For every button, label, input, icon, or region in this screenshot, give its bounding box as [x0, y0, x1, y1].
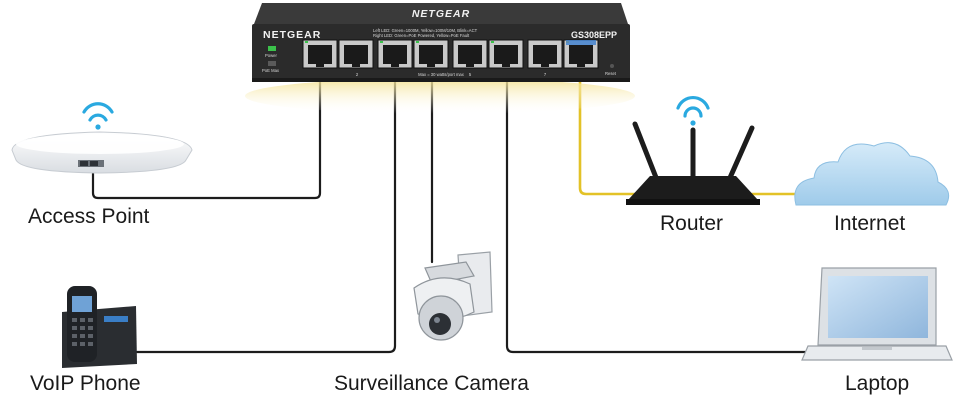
- camera-lens: [429, 313, 451, 335]
- power-label: Power: [265, 53, 277, 58]
- switch-port: [413, 39, 449, 69]
- switch-brand-top: NETGEAR: [412, 8, 470, 20]
- reset-label: Reset: [605, 71, 617, 76]
- port-led-activity: [416, 41, 419, 43]
- switch-ports: [302, 39, 599, 69]
- port-number-2: 2: [356, 72, 359, 77]
- router-antenna-left: [632, 121, 660, 183]
- access-point-label: Access Point: [28, 205, 150, 228]
- router-label: Router: [660, 212, 723, 235]
- surveillance-camera-device: [413, 251, 493, 341]
- power-led: [268, 46, 276, 51]
- voip-phone-label: VoIP Phone: [30, 372, 141, 395]
- access-point-port: [90, 161, 98, 166]
- switch-bottom-edge: [252, 78, 630, 82]
- laptop-label: Laptop: [845, 372, 909, 395]
- laptop-device: [801, 267, 953, 361]
- internet-cloud-icon: [794, 142, 950, 206]
- port-led-activity: [491, 41, 494, 43]
- switch-glow: [245, 78, 635, 114]
- switch-port: [302, 39, 338, 69]
- switch-model: GS308EPP: [571, 30, 617, 40]
- wifi-icon: [82, 102, 114, 130]
- switch-port: [488, 39, 524, 69]
- switch-brand: NETGEAR: [263, 29, 321, 41]
- laptop-screen: [828, 276, 928, 338]
- poe-max-led: [268, 61, 276, 66]
- uplink-port-highlight: [566, 40, 596, 45]
- cable-router-uplink: [578, 66, 640, 196]
- switch-led-right-legend: Right LED: Green=PoE Powered, Yellow=PoE…: [373, 33, 470, 38]
- access-point-port: [80, 161, 88, 166]
- poe-max-label: PoE Max: [262, 68, 280, 73]
- access-point-device: [11, 102, 193, 174]
- switch-led-left-legend: Left LED: Green=1000M, Yellow=100M/10M, …: [373, 28, 478, 33]
- poe-budget-label: Max = 30 watts/port max: [418, 72, 465, 77]
- cable-voip-phone: [135, 66, 397, 354]
- switch-port: [527, 39, 563, 69]
- switch-port: [338, 39, 374, 69]
- switch-port: [377, 39, 413, 69]
- router-base: [626, 199, 760, 205]
- laptop-trackpad-notch: [862, 347, 892, 350]
- access-point-top: [16, 134, 184, 154]
- cable-laptop: [505, 66, 814, 354]
- switch-port: [452, 39, 488, 69]
- port-led-activity: [380, 41, 383, 43]
- router-antenna-right: [726, 125, 755, 183]
- router-body: [628, 176, 758, 200]
- switch-top: [254, 3, 628, 24]
- port-number-7: 7: [544, 72, 547, 77]
- wifi-icon: [676, 95, 710, 126]
- switch-gs308epp: NETGEAR NETGEAR GS308EPP Left LED: Green…: [245, 3, 635, 114]
- reset-button: [610, 64, 614, 68]
- cloud-shape: [794, 142, 950, 206]
- voip-phone-device: [62, 286, 137, 368]
- surveillance-camera-label: Surveillance Camera: [334, 372, 529, 395]
- port-led-activity: [305, 41, 308, 43]
- cable-access-point: [91, 66, 322, 200]
- router-device: [626, 95, 760, 205]
- phone-base-display: [104, 316, 128, 322]
- camera-lens-glare: [434, 317, 440, 323]
- phone-keypad: [72, 318, 93, 346]
- phone-screen: [72, 296, 92, 312]
- port-number-5: 5: [469, 72, 472, 77]
- internet-label: Internet: [834, 212, 905, 235]
- laptop-base: [801, 345, 953, 361]
